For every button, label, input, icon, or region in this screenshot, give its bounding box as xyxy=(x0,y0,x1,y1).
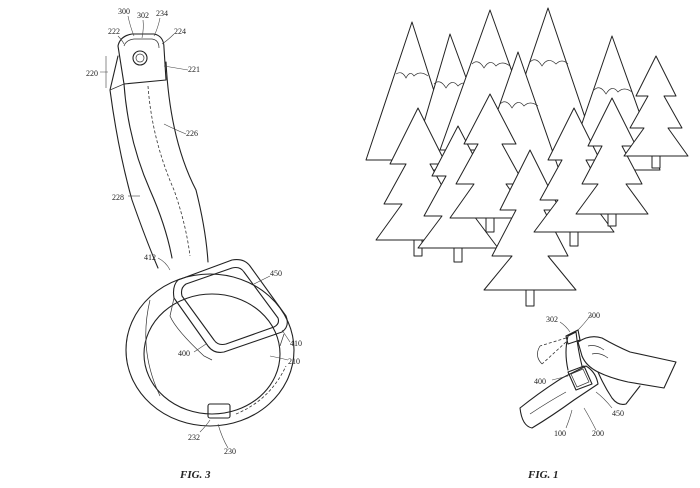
fig1-label-302: 302 xyxy=(546,315,558,324)
fig1-label-450: 450 xyxy=(612,409,624,418)
fig3-caption: FIG. 3 xyxy=(179,469,211,481)
hand-and-sleeve xyxy=(577,336,677,405)
fig3-label-220: 220 xyxy=(86,69,98,78)
camera-view-indicator xyxy=(537,337,567,365)
fig1-user-illustration: 302 300 400 450 100 200 FIG. 1 xyxy=(519,311,677,481)
pine-tree-4 xyxy=(483,149,577,307)
pine-tree-5 xyxy=(533,107,615,247)
fig3-label-228: 228 xyxy=(112,193,124,202)
fig3-label-210: 210 xyxy=(288,357,300,366)
fig3-label-221: 221 xyxy=(188,65,200,74)
fig3-leader-lines xyxy=(100,15,291,449)
fig3-label-224: 224 xyxy=(174,27,186,36)
fig1-label-200: 200 xyxy=(592,429,604,438)
fig3-label-410: 410 xyxy=(290,339,302,348)
extended-band-strap xyxy=(109,55,209,269)
forearm xyxy=(519,365,599,429)
pine-tree-6 xyxy=(575,97,649,227)
fig3-label-232: 232 xyxy=(188,433,200,442)
fig3-label-226: 226 xyxy=(186,129,198,138)
fig3-label-230: 230 xyxy=(224,447,236,456)
fig1-label-100: 100 xyxy=(554,429,566,438)
fig1-leader-lines xyxy=(551,315,613,431)
fig3-label-302: 302 xyxy=(137,11,149,20)
fig3-label-412: 412 xyxy=(144,253,156,262)
pine-tree-3 xyxy=(449,93,531,233)
watch-on-wrist xyxy=(567,365,593,391)
wrist-band-loop xyxy=(125,273,295,427)
fig3-reference-labels: 300 302 234 222 224 220 221 226 228 412 … xyxy=(86,7,302,456)
watch-body xyxy=(169,259,288,361)
fig3-label-300: 300 xyxy=(118,7,130,16)
camera-module xyxy=(117,33,167,85)
fig3-label-234: 234 xyxy=(156,9,168,18)
forest-illustration xyxy=(365,7,689,307)
fig1-reference-labels: 302 300 400 450 100 200 xyxy=(534,311,624,438)
pine-tree-7 xyxy=(623,55,689,169)
fig3-label-222: 222 xyxy=(108,27,120,36)
fig1-label-300: 300 xyxy=(588,311,600,320)
fig3-label-450: 450 xyxy=(270,269,282,278)
fig3-watch-illustration: 300 302 234 222 224 220 221 226 228 412 … xyxy=(86,7,302,481)
fig1-label-400: 400 xyxy=(534,377,546,386)
raised-camera-band xyxy=(565,329,583,371)
fig1-caption: FIG. 1 xyxy=(527,469,559,481)
fig3-label-400: 400 xyxy=(178,349,190,358)
